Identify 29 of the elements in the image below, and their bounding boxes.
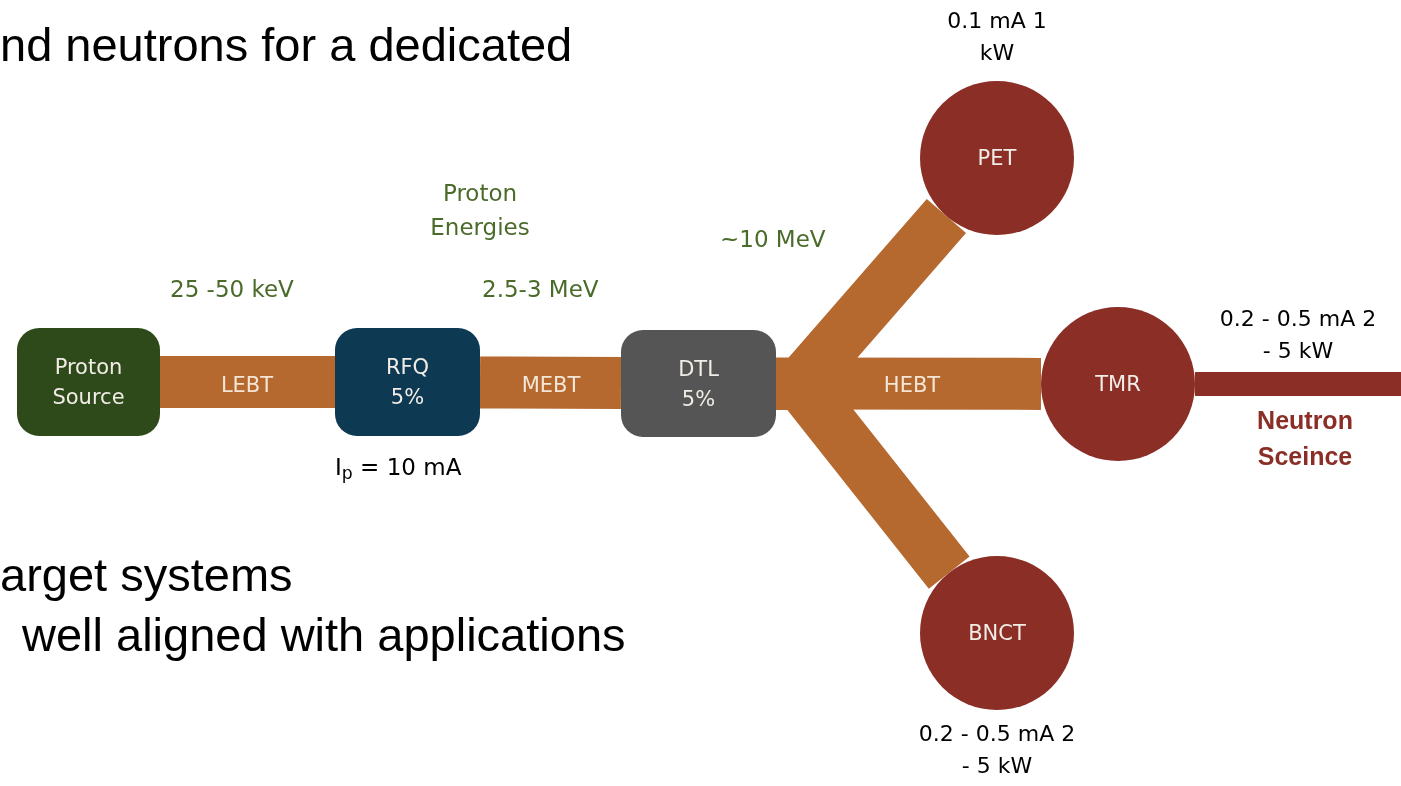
slide-text: well aligned with applications (22, 607, 627, 663)
node-label: 5% (680, 385, 717, 413)
edge-label: Neutron Sceince (1256, 405, 1354, 472)
energy-heading: Proton Energies (429, 179, 531, 242)
energy-label: 2.5-3 MeV (482, 275, 600, 304)
accelerator-box (17, 328, 160, 436)
power-label: 0.1 mA 1 kW (946, 7, 1048, 67)
node-label: RFQ (384, 354, 431, 381)
beam-line (1195, 372, 1401, 396)
accelerator-box (621, 330, 776, 437)
accelerator-box (335, 328, 480, 436)
node-label: 5% (389, 384, 426, 411)
power-label: 0.2 - 0.5 mA 2 - 5 kW (1218, 305, 1378, 365)
edge-label: HEBT (882, 372, 942, 399)
current-label: I$_{p}$ = 10 mA (335, 453, 463, 485)
node-label: DTL (677, 355, 720, 383)
slide-text: nd neutrons for a dedicated (0, 17, 574, 73)
node-label: BNCT (967, 620, 1027, 647)
energy-label: ~10 MeV (720, 225, 827, 254)
edge-label: MEBT (520, 372, 582, 399)
energy-label: 25 -50 keV (170, 275, 295, 304)
beam-line (160, 356, 335, 408)
node-label: PET (976, 145, 1018, 172)
node-label: Proton Source (51, 354, 126, 411)
beam-line (479, 356, 622, 410)
edge-label: LEBT (219, 372, 275, 399)
node-label: TMR (1094, 371, 1142, 398)
power-label: 0.2 - 0.5 mA 2 - 5 kW (917, 720, 1077, 780)
slide-text: arget systems (0, 547, 294, 603)
